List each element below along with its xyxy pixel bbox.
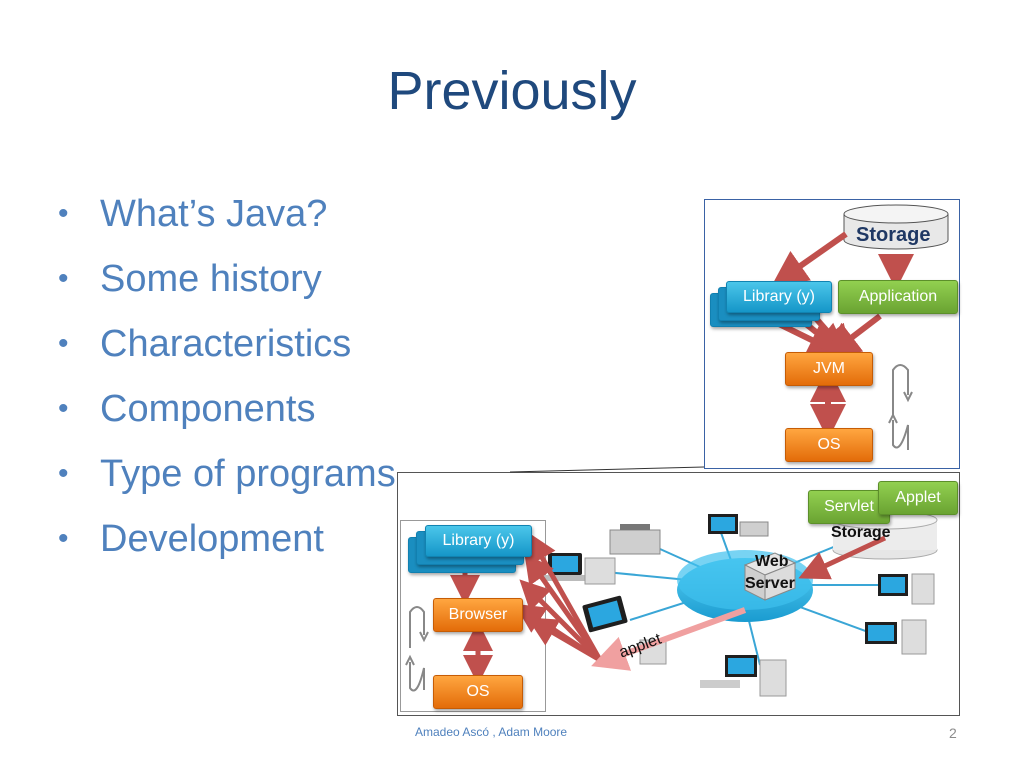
server-icon [743,552,797,601]
os-tile: OS [433,675,523,709]
laptop-icon [544,553,586,581]
os-tile: OS [785,428,873,462]
bullet-dot-icon: • [58,392,69,425]
application-tile: Application [838,280,958,314]
computer-icon [584,557,616,585]
monitor-icon [700,655,787,697]
bullet-dot-icon: • [58,262,69,295]
library-tile: Library (y) [726,281,832,313]
slide-title: Previously [387,61,637,121]
cycle-icon [888,364,913,450]
bullet-item: •Some history [58,253,396,318]
monitor-icon [708,514,738,534]
bullet-dot-icon: • [58,197,69,230]
computer-icon [739,521,769,537]
servlet-tile: Servlet [808,490,890,524]
cycle-icon [405,606,429,692]
monitor-icon [865,619,927,655]
bullet-dot-icon: • [58,327,69,360]
browser-tile: Browser [433,598,523,632]
printer-icon [609,524,661,555]
monitor-icon [878,573,935,605]
storage-label: Storage [831,524,891,541]
storage-label: Storage [856,224,931,246]
bullet-dot-icon: • [58,457,69,490]
applet-tile: Applet [878,481,958,515]
bullet-list: •What’s Java? •Some history •Characteris… [58,188,396,578]
bullet-item: •Development [58,513,396,578]
bullet-item: •Characteristics [58,318,396,383]
storage-cylinder-icon [843,204,949,250]
jvm-tile: JVM [785,352,873,386]
web-server-label-line2: Server [745,575,795,592]
web-server-label-line1: Web [755,553,789,570]
bullet-item: •Components [58,383,396,448]
page-number: 2 [949,725,957,741]
applet-download-arrow [591,607,747,671]
footer-authors: Amadeo Ascó , Adam Moore [415,725,568,739]
callout-line [509,466,705,473]
laptop-icon [582,595,628,633]
bullet-dot-icon: • [58,522,69,555]
bullet-item: •Type of programs [58,448,396,513]
library-tile: Library (y) [425,525,532,557]
arrow-group-bottom [450,531,887,685]
arrow-group-top [771,231,914,440]
bullet-item: •What’s Java? [58,188,396,253]
